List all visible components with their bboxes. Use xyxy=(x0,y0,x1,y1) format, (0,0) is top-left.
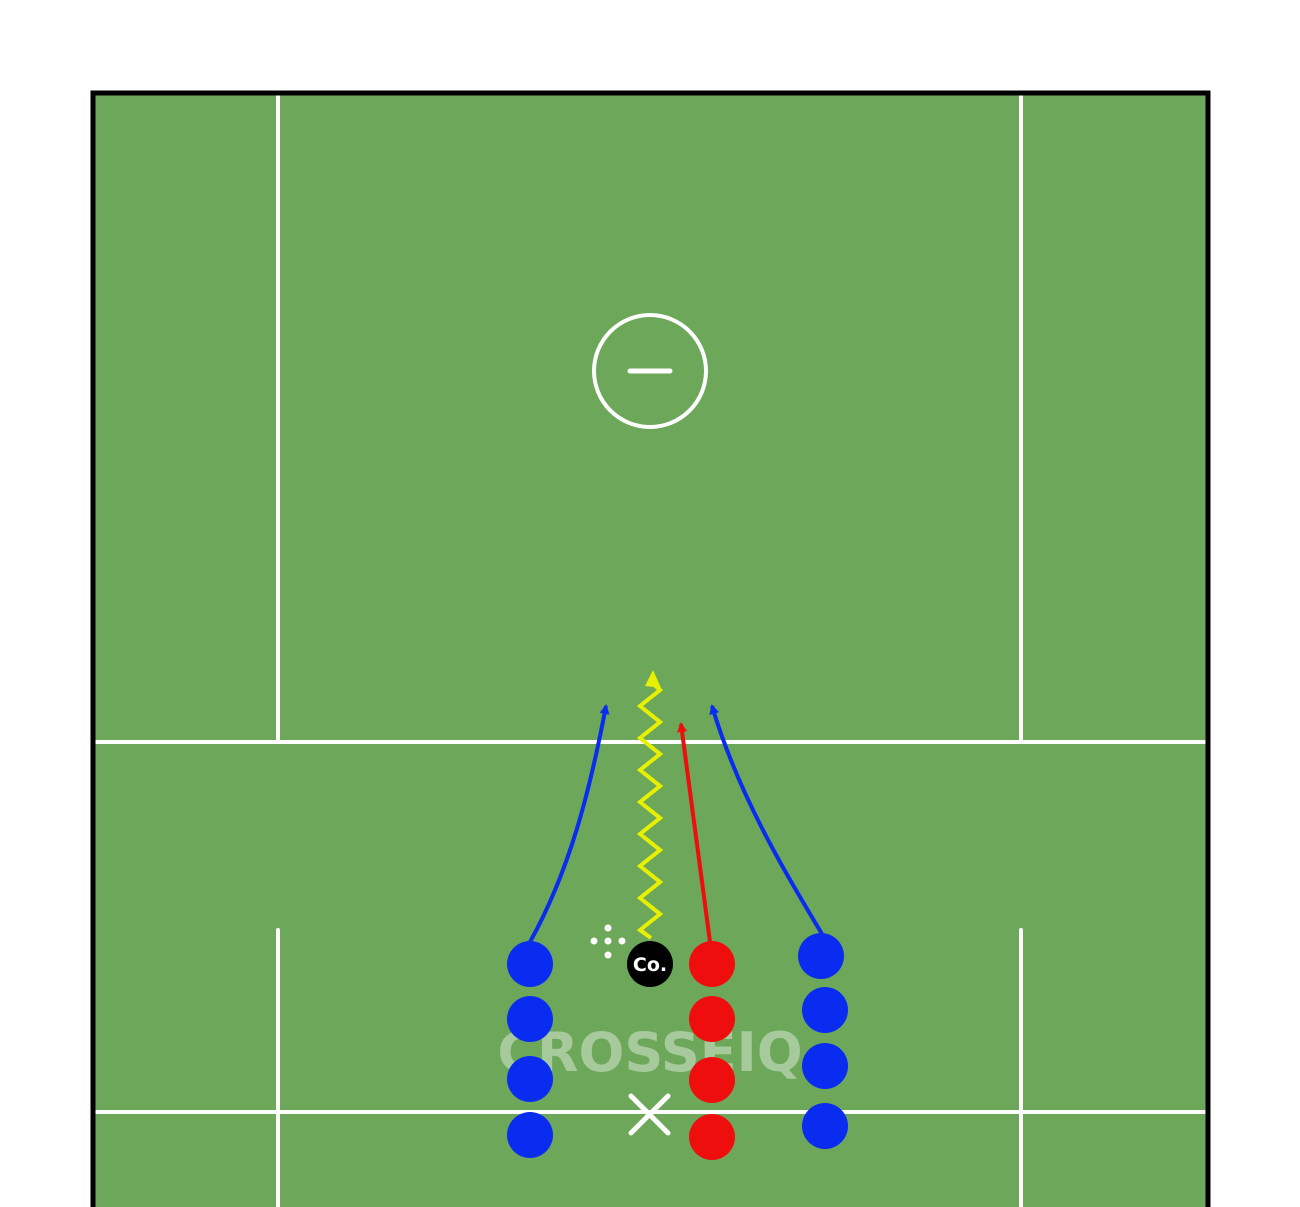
goal-crease-icon xyxy=(592,313,708,429)
blue-player xyxy=(507,1056,553,1102)
red-player xyxy=(689,941,735,987)
path-coach-dribble xyxy=(636,670,664,940)
blue-player xyxy=(802,1043,848,1089)
blue-player xyxy=(802,1103,848,1149)
blue-player xyxy=(507,1112,553,1158)
blue-player xyxy=(507,996,553,1042)
red-player xyxy=(689,996,735,1042)
left-blue-player-line xyxy=(507,941,553,1158)
red-player-line xyxy=(689,941,735,1160)
red-player xyxy=(689,1114,735,1160)
field-border xyxy=(90,90,1211,1207)
blue-player xyxy=(507,941,553,987)
coach-label: Co. xyxy=(633,954,667,976)
blue-player xyxy=(802,987,848,1033)
blue-player xyxy=(798,933,844,979)
right-blue-player-line xyxy=(798,933,848,1149)
ball-cluster-icon xyxy=(590,924,626,959)
path-blue-left-run xyxy=(528,704,610,943)
coach-marker: Co. xyxy=(627,941,673,987)
path-blue-right-run xyxy=(709,704,824,936)
red-player xyxy=(689,1057,735,1103)
path-red-run xyxy=(677,722,712,943)
x-mark-icon xyxy=(628,1093,671,1136)
